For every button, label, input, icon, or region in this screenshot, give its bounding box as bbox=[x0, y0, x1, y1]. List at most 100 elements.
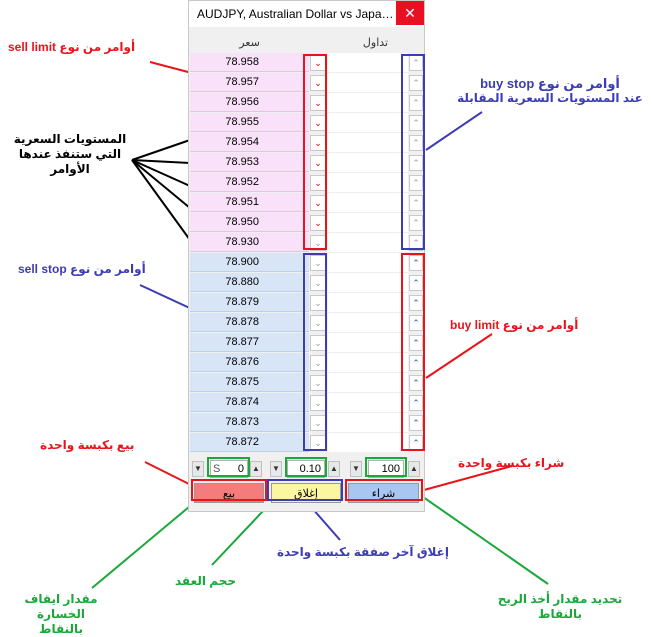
stop-loss-down-button[interactable]: ▼ bbox=[192, 461, 204, 477]
ladder-row: 78.872⌄⌃ bbox=[190, 433, 424, 453]
price-level[interactable]: 78.956 bbox=[190, 93, 309, 112]
trade-cell[interactable] bbox=[328, 313, 408, 333]
trade-cell[interactable] bbox=[328, 373, 408, 393]
buy-order-button[interactable]: ⌃ bbox=[409, 95, 423, 111]
trade-cell[interactable] bbox=[328, 353, 408, 373]
ladder-row: 78.876⌄⌃ bbox=[190, 353, 424, 373]
price-level[interactable]: 78.873 bbox=[190, 413, 309, 432]
ladder-row: 78.880⌄⌃ bbox=[190, 273, 424, 293]
price-level[interactable]: 78.955 bbox=[190, 113, 309, 132]
price-level[interactable]: 78.958 bbox=[190, 53, 309, 72]
volume-down-button[interactable]: ▼ bbox=[270, 461, 282, 477]
ladder-row: 78.950⌄ ⌃ bbox=[190, 213, 424, 233]
levels-line-5 bbox=[131, 159, 191, 241]
buy-order-button[interactable]: ⌃ bbox=[409, 175, 423, 191]
price-level[interactable]: 78.954 bbox=[190, 133, 309, 152]
ladder-row: 78.873⌄⌃ bbox=[190, 413, 424, 433]
buy-order-button[interactable]: ⌃ bbox=[409, 155, 423, 171]
buy-button[interactable]: شراء bbox=[348, 483, 419, 503]
trade-cell[interactable] bbox=[328, 433, 408, 453]
buy-stop-label-line-1: أوامر من نوع buy stop bbox=[480, 76, 620, 91]
sell-order-button[interactable]: ⌄ bbox=[310, 295, 326, 311]
take-profit-down-button[interactable]: ▼ bbox=[350, 461, 362, 477]
buy-limit-label: أوامر من نوع buy limit bbox=[450, 318, 579, 332]
buy-order-button[interactable]: ⌃ bbox=[409, 215, 423, 231]
price-level[interactable]: 78.953 bbox=[190, 153, 309, 172]
price-level[interactable]: 78.879 bbox=[190, 293, 309, 312]
buy-order-button[interactable]: ⌃ bbox=[409, 295, 423, 311]
trade-cell[interactable] bbox=[328, 133, 408, 153]
buy-button-highlight bbox=[345, 479, 423, 501]
sell-one-click-line bbox=[144, 461, 196, 488]
trade-cell[interactable] bbox=[328, 293, 408, 313]
stop-loss-label-line-2: بالنقاط bbox=[38, 622, 84, 636]
buy-order-button[interactable]: ⌃ bbox=[409, 115, 423, 131]
price-level[interactable]: 78.875 bbox=[190, 373, 309, 392]
sell-stop-highlight bbox=[303, 253, 327, 451]
take-profit-up-button[interactable]: ▲ bbox=[408, 461, 420, 477]
sell-order-button[interactable]: ⌄ bbox=[310, 375, 326, 391]
one-click-sell-label: بيع بكبسة واحدة bbox=[40, 438, 135, 452]
buy-stop-highlight bbox=[401, 54, 425, 250]
buy-stop-arrow-line bbox=[425, 111, 483, 151]
trade-cell[interactable] bbox=[328, 153, 408, 173]
trade-cell[interactable] bbox=[328, 233, 408, 253]
trade-cell[interactable] bbox=[328, 253, 408, 273]
levels-line-1 bbox=[131, 139, 191, 161]
buy-order-button[interactable]: ⌃ bbox=[409, 235, 423, 251]
price-level[interactable]: 78.878 bbox=[190, 313, 309, 332]
volume-input[interactable]: 0.10 bbox=[287, 460, 325, 478]
trade-cell[interactable] bbox=[328, 273, 408, 293]
buy-order-button[interactable]: ⌃ bbox=[409, 315, 423, 331]
sell-button[interactable]: بيع bbox=[194, 483, 264, 503]
sell-order-button[interactable]: ⌄ bbox=[310, 335, 326, 351]
buy-order-button[interactable]: ⌃ bbox=[409, 75, 423, 91]
buy-limit-highlight bbox=[401, 253, 425, 451]
buy-order-button[interactable]: ⌃ bbox=[409, 375, 423, 391]
price-level[interactable]: 78.957 bbox=[190, 73, 309, 92]
stop-loss-up-button[interactable]: ▲ bbox=[250, 461, 262, 477]
take-profit-label-line-2: بالنقاط bbox=[537, 607, 583, 621]
price-levels-line-1: المستويات السعرية bbox=[13, 132, 127, 146]
sell-order-button[interactable]: ⌄ bbox=[310, 215, 326, 231]
close-position-button[interactable]: إغلاق bbox=[271, 483, 341, 503]
buy-order-button[interactable]: ⌃ bbox=[409, 275, 423, 291]
buy-order-button[interactable]: ⌃ bbox=[409, 335, 423, 351]
trade-cell[interactable] bbox=[328, 113, 408, 133]
trade-cell[interactable] bbox=[328, 93, 408, 113]
price-level[interactable]: 78.880 bbox=[190, 273, 309, 292]
close-window-button[interactable]: ✕ bbox=[396, 1, 424, 25]
buy-order-button[interactable]: ⌃ bbox=[409, 395, 423, 411]
price-level[interactable]: 78.900 bbox=[190, 253, 309, 272]
trade-cell[interactable] bbox=[328, 213, 408, 233]
stop-loss-input[interactable]: S 0 bbox=[210, 460, 248, 478]
trade-cell[interactable] bbox=[328, 393, 408, 413]
sell-order-button[interactable]: ⌄ bbox=[310, 75, 326, 91]
buy-order-button[interactable]: ⌃ bbox=[409, 135, 423, 151]
buy-order-button[interactable]: ⌃ bbox=[409, 195, 423, 211]
trade-cell[interactable] bbox=[328, 413, 408, 433]
ladder-row: 78.930⌄⌃ bbox=[190, 233, 424, 253]
price-level[interactable]: 78.872 bbox=[190, 433, 309, 452]
trade-cell[interactable] bbox=[328, 333, 408, 353]
take-profit-input[interactable]: 100 bbox=[368, 460, 404, 478]
price-level[interactable]: 78.930 bbox=[190, 233, 309, 252]
trade-cell[interactable] bbox=[328, 53, 408, 73]
volume-up-button[interactable]: ▲ bbox=[328, 461, 340, 477]
price-level[interactable]: 78.874 bbox=[190, 393, 309, 412]
price-level[interactable]: 78.950 bbox=[190, 213, 309, 232]
levels-line-2 bbox=[131, 159, 191, 164]
price-level[interactable]: 78.951 bbox=[190, 193, 309, 212]
buy-order-button[interactable]: ⌃ bbox=[409, 355, 423, 371]
sell-stop-label: أوامر من نوع sell stop bbox=[18, 262, 146, 276]
trade-cell[interactable] bbox=[328, 73, 408, 93]
price-level[interactable]: 78.876 bbox=[190, 353, 309, 372]
ladder-row: 78.957⌄ ⌃ bbox=[190, 73, 424, 93]
buy-order-button[interactable]: ⌃ bbox=[409, 255, 423, 271]
trade-cell[interactable] bbox=[328, 193, 408, 213]
price-level[interactable]: 78.952 bbox=[190, 173, 309, 192]
price-level[interactable]: 78.877 bbox=[190, 333, 309, 352]
buy-order-button[interactable]: ⌃ bbox=[409, 415, 423, 431]
sell-button-highlight bbox=[191, 479, 267, 501]
trade-cell[interactable] bbox=[328, 173, 408, 193]
